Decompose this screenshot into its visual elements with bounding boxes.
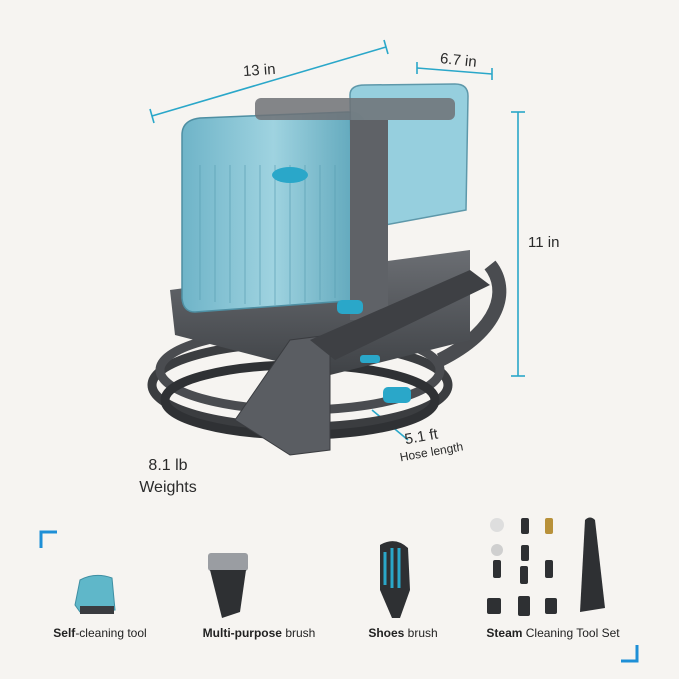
length-label: 13 in: [242, 60, 277, 81]
height-dimension-line: [511, 111, 525, 377]
height-label: 11 in: [528, 234, 560, 251]
weight-label: Weights: [139, 479, 197, 496]
water-tank: [181, 111, 366, 313]
self-cleaning-tool: [74, 574, 116, 614]
trigger-button: [337, 300, 363, 314]
tank-latch: [272, 167, 308, 183]
hose-handle: [310, 270, 490, 360]
corner-bracket-top-left: [39, 530, 57, 548]
top-panel: [255, 98, 455, 120]
tool-label-shoes: Shoes brush: [368, 626, 438, 640]
multi-purpose-brush: [208, 553, 248, 618]
corner-bracket-bottom-right: [621, 645, 639, 663]
base-accent: [360, 355, 380, 363]
tool-label-multi-purpose: Multi-purpose brush: [202, 626, 316, 640]
tool-label-self-cleaning: Self-cleaning tool: [53, 626, 147, 640]
width-dimension-line: [416, 62, 493, 80]
tool-label-steam: Steam Cleaning Tool Set: [486, 626, 620, 640]
spot-nozzle: [234, 334, 331, 456]
shoes-brush: [380, 541, 410, 618]
steam-tool-set: [487, 517, 605, 616]
weight-value: 8.1 lb: [148, 457, 188, 474]
weight-block: 8.1 lb Weights: [128, 455, 208, 499]
handle-pillar: [350, 120, 388, 320]
hose-clip: [383, 387, 411, 403]
tank-ribs: [199, 165, 336, 305]
length-dimension-line: [149, 39, 389, 124]
